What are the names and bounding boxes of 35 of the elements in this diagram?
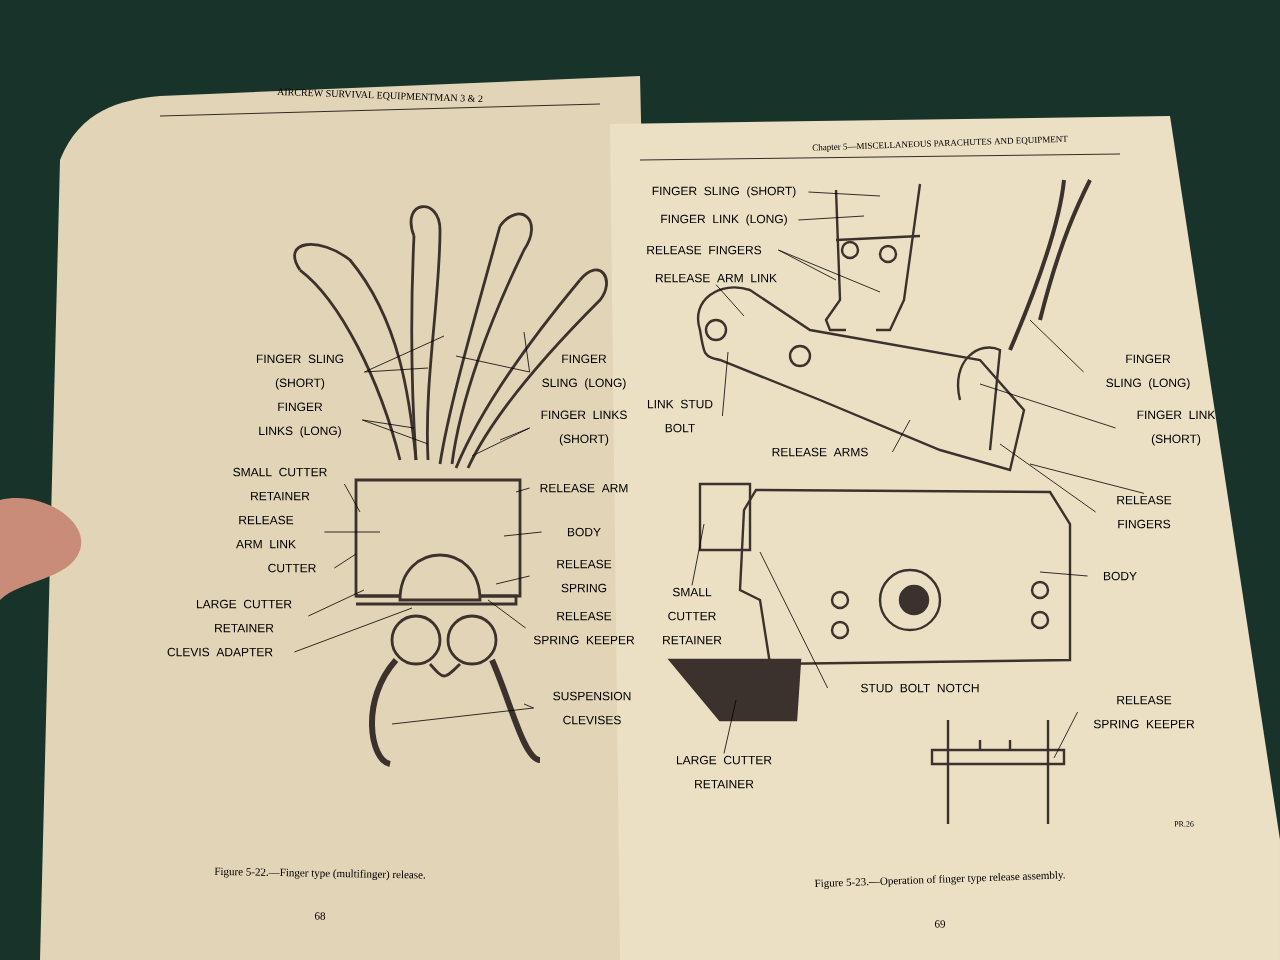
leader-line <box>495 575 530 585</box>
leader-line <box>722 351 729 417</box>
leader-line <box>308 589 365 617</box>
leader-line <box>1053 711 1078 759</box>
leader-line <box>324 531 381 533</box>
leader-line <box>471 427 530 457</box>
leader-line <box>294 607 413 653</box>
leader-line <box>778 249 837 281</box>
leader-line <box>455 355 530 373</box>
leader-line <box>1029 319 1084 373</box>
leader-line <box>523 331 530 373</box>
leader-line <box>362 419 429 445</box>
leader-line <box>391 707 534 725</box>
leader-line <box>808 191 881 197</box>
leader-line <box>334 553 357 569</box>
leader-line <box>503 531 542 537</box>
leader-line <box>364 335 445 373</box>
leader-line <box>499 427 530 441</box>
leader-line <box>364 367 429 373</box>
leader-line <box>691 523 705 586</box>
leader-line <box>723 699 737 754</box>
leader-line <box>362 419 415 429</box>
leader-line <box>344 483 361 513</box>
leader-line <box>798 215 865 221</box>
leader-line <box>487 599 526 629</box>
leader-line <box>892 419 911 453</box>
leader-line <box>999 443 1096 513</box>
leader-line <box>979 383 1116 429</box>
leader-line <box>1039 571 1088 577</box>
leader-line <box>523 703 534 709</box>
leader-line <box>1029 463 1145 494</box>
leader-line <box>715 284 745 317</box>
leader-line <box>515 487 530 493</box>
leader-line <box>778 249 881 293</box>
leader-line <box>759 551 828 689</box>
